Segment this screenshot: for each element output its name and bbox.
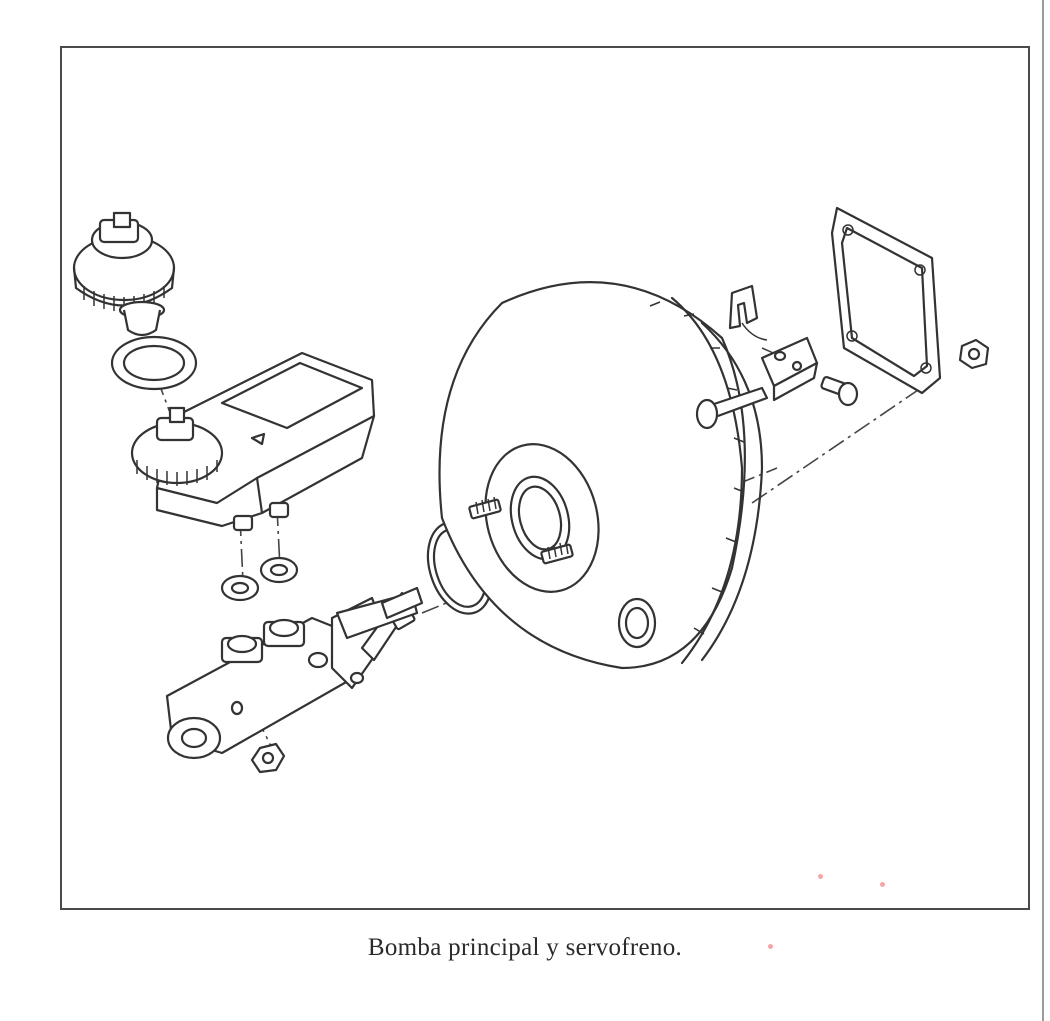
brake-booster-icon	[438, 281, 769, 670]
page-edge-line	[1042, 0, 1044, 1021]
master-cylinder-icon	[165, 586, 424, 760]
fluid-reservoir-icon	[130, 351, 376, 528]
clevis-clip-icon	[728, 284, 768, 341]
figure-caption: Bomba principal y servofreno.	[367, 934, 683, 961]
filter-strainer-icon	[118, 300, 166, 337]
mounting-nut-right-icon	[958, 338, 990, 370]
reservoir-cap-icon	[72, 211, 176, 312]
clevis-pin-icon	[820, 376, 859, 407]
scan-speck	[818, 874, 823, 879]
exploded-view-diagram	[72, 206, 990, 774]
seal-ring-icon	[110, 335, 198, 391]
scan-speck	[880, 882, 885, 887]
booster-stud-icon	[468, 496, 574, 565]
mounting-nut-icon	[250, 742, 286, 774]
reservoir-grommet-icon	[220, 501, 299, 602]
pushrod-clevis-icon	[760, 336, 819, 402]
scan-speck	[768, 944, 773, 949]
booster-gasket-icon	[830, 206, 942, 395]
diagram-frame	[60, 46, 1030, 910]
